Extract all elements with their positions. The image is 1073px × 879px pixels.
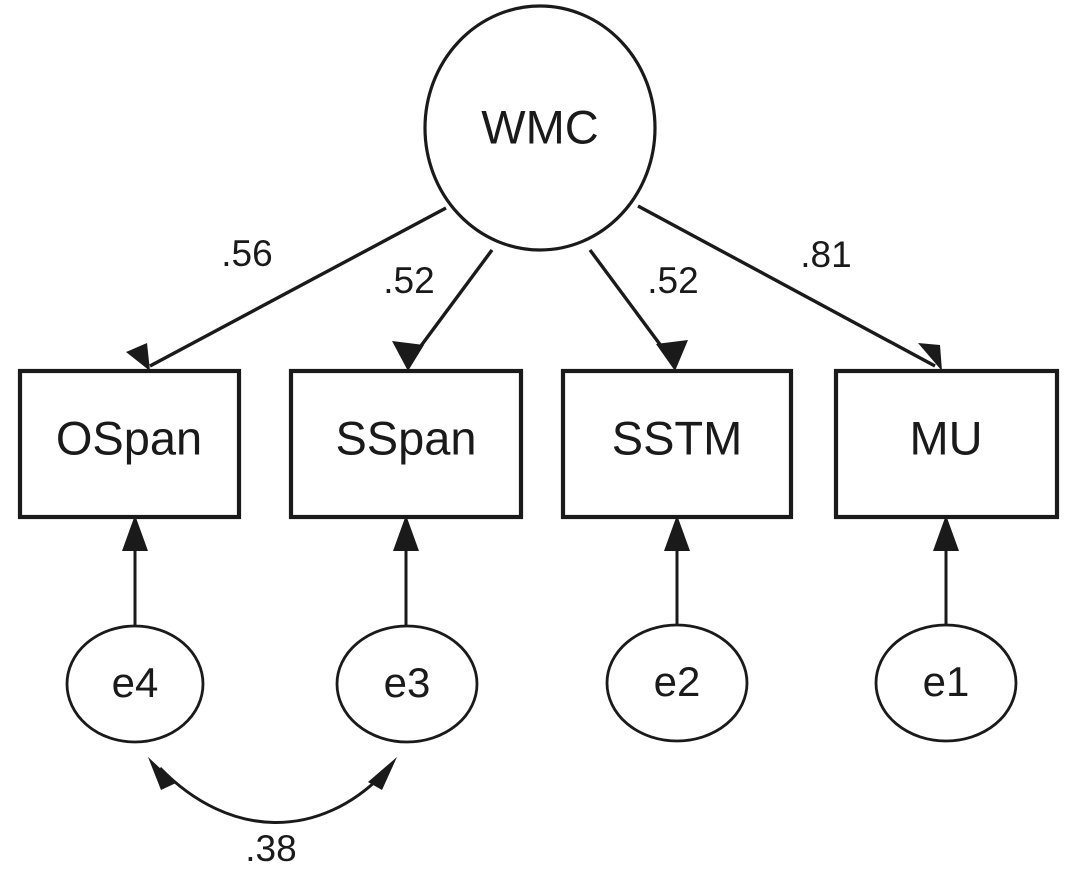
arrowhead-mu	[918, 343, 942, 371]
correlation-curve	[158, 766, 387, 824]
mu-label: MU	[909, 411, 982, 464]
error-node-e1[interactable]: e1	[874, 623, 1018, 743]
ospan-label: OSpan	[56, 411, 202, 464]
arrowhead-e2	[664, 515, 690, 551]
ospan-rect	[17, 368, 242, 520]
error-path-e1-mu[interactable]	[933, 515, 959, 626]
sstm-rect	[560, 368, 794, 520]
loading-path-wmc-sstm[interactable]	[588, 248, 688, 371]
e1-ellipse	[874, 623, 1018, 743]
coefficient-label-wmc-mu: .81	[800, 234, 851, 275]
arrowhead-sspan	[392, 341, 424, 371]
latent-node-wmc[interactable]: WMC	[423, 4, 657, 252]
error-path-e4-ospan[interactable]	[122, 515, 148, 627]
error-node-e3[interactable]: e3	[335, 624, 479, 744]
coefficient-label-wmc-sstm: .52	[647, 260, 698, 301]
loading-path-wmc-ospan[interactable]	[126, 206, 447, 371]
arrowhead-e1	[933, 515, 959, 551]
e4-ellipse	[65, 624, 205, 744]
coefficient-label-e4-e3-correlation: .38	[245, 828, 296, 869]
arrowhead-corr-right	[368, 757, 397, 790]
correlation-path-e4-e3[interactable]	[148, 757, 397, 824]
loading-line-wmc-sspan	[407, 248, 494, 364]
coefficient-label-wmc-ospan: .56	[221, 233, 272, 274]
loading-line-wmc-sstm	[588, 248, 675, 364]
sspan-label: SSpan	[335, 411, 476, 464]
arrowhead-e3	[393, 515, 419, 551]
indicator-node-sspan[interactable]: SSpan	[288, 368, 524, 520]
arrowhead-ospan	[126, 343, 150, 371]
error-path-e2-sstm[interactable]	[664, 515, 690, 626]
arrowhead-e4	[122, 515, 148, 551]
loading-line-wmc-mu	[637, 204, 936, 368]
e2-ellipse	[605, 623, 749, 743]
loading-line-wmc-ospan	[149, 206, 447, 368]
indicator-node-ospan[interactable]: OSpan	[17, 368, 242, 520]
e3-ellipse	[335, 624, 479, 744]
loading-path-wmc-sspan[interactable]	[392, 248, 494, 371]
indicator-node-sstm[interactable]: SSTM	[560, 368, 794, 520]
sstm-label: SSTM	[612, 411, 743, 464]
indicator-node-mu[interactable]: MU	[833, 368, 1060, 520]
sspan-rect	[288, 368, 524, 520]
e3-label: e3	[384, 659, 431, 706]
error-node-e4[interactable]: e4	[65, 624, 205, 744]
e2-label: e2	[654, 658, 701, 705]
wmc-label: WMC	[481, 100, 598, 153]
error-node-e2[interactable]: e2	[605, 623, 749, 743]
loading-path-wmc-mu[interactable]	[637, 204, 942, 371]
error-path-e3-sspan[interactable]	[393, 515, 419, 627]
arrowhead-sstm	[656, 340, 688, 371]
arrowhead-corr-left	[148, 757, 176, 790]
e1-label: e1	[923, 658, 970, 705]
mu-rect	[833, 368, 1060, 520]
coefficient-label-wmc-sspan: .52	[383, 260, 434, 301]
wmc-ellipse	[423, 4, 657, 252]
e4-label: e4	[112, 659, 159, 706]
